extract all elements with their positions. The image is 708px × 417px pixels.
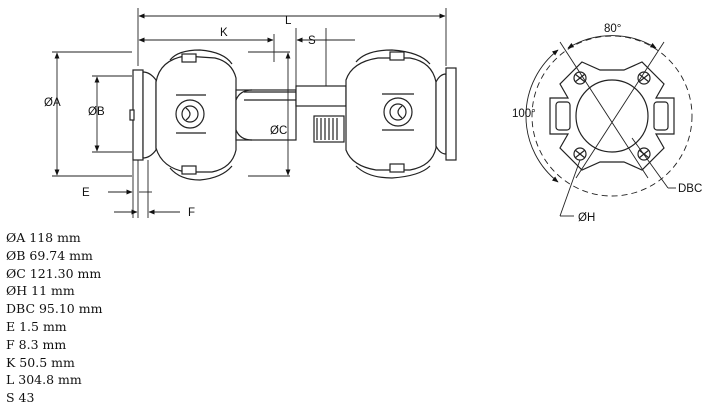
dim-C-label: ØC <box>270 125 287 137</box>
spec-item: F 8.3 mm <box>6 336 67 352</box>
spec-item: ØA 118 mm <box>6 230 81 245</box>
angle-100-arc <box>525 49 559 183</box>
dbc-label: DBC <box>678 183 702 195</box>
dim-E-label: E <box>82 187 90 199</box>
angle-80-label: 80° <box>604 23 621 35</box>
dim-S-label: S <box>308 35 316 47</box>
spec-item: S 43 <box>6 390 35 406</box>
spec-item: ØB 69.74 mm <box>6 247 93 263</box>
bolt-holes <box>573 71 651 161</box>
spec-item: K 50.5 mm <box>6 354 75 370</box>
hole-label: ØH <box>578 212 595 224</box>
dim-F-label: F <box>188 207 195 219</box>
flange-labels: 80° 100° DBC ØH <box>512 23 702 224</box>
spec-item: DBC 95.10 mm <box>6 301 103 317</box>
slip-spline <box>244 85 347 143</box>
spec-item: E 1.5 mm <box>6 318 67 334</box>
pilot-bore <box>575 79 649 153</box>
flange-dimensions <box>525 35 676 217</box>
left-yoke <box>155 49 237 181</box>
angle-80-arc <box>567 35 657 49</box>
spec-item: ØH 11 mm <box>6 283 75 299</box>
dim-A-label: ØA <box>44 97 61 109</box>
dim-L-label: L <box>285 15 292 27</box>
dimensions <box>52 8 447 218</box>
right-yoke <box>345 49 437 179</box>
right-flange <box>435 67 457 161</box>
angle-100-label: 100° <box>512 108 536 120</box>
left-flange <box>129 69 157 161</box>
dim-B-label: ØB <box>88 106 105 118</box>
dim-K-label: K <box>220 27 228 39</box>
dimension-labels: L K S ØA ØB ØC E F <box>44 15 316 219</box>
dbc-circle <box>531 35 693 197</box>
spec-item: L 304.8 mm <box>6 372 82 388</box>
spec-item: ØC 121.30 mm <box>6 265 102 281</box>
flange-end-view <box>531 35 693 197</box>
shaft-side-view <box>129 49 457 181</box>
spec-list: ØA 118 mm ØB 69.74 mm ØC 121.30 mm ØH 11… <box>6 229 102 407</box>
